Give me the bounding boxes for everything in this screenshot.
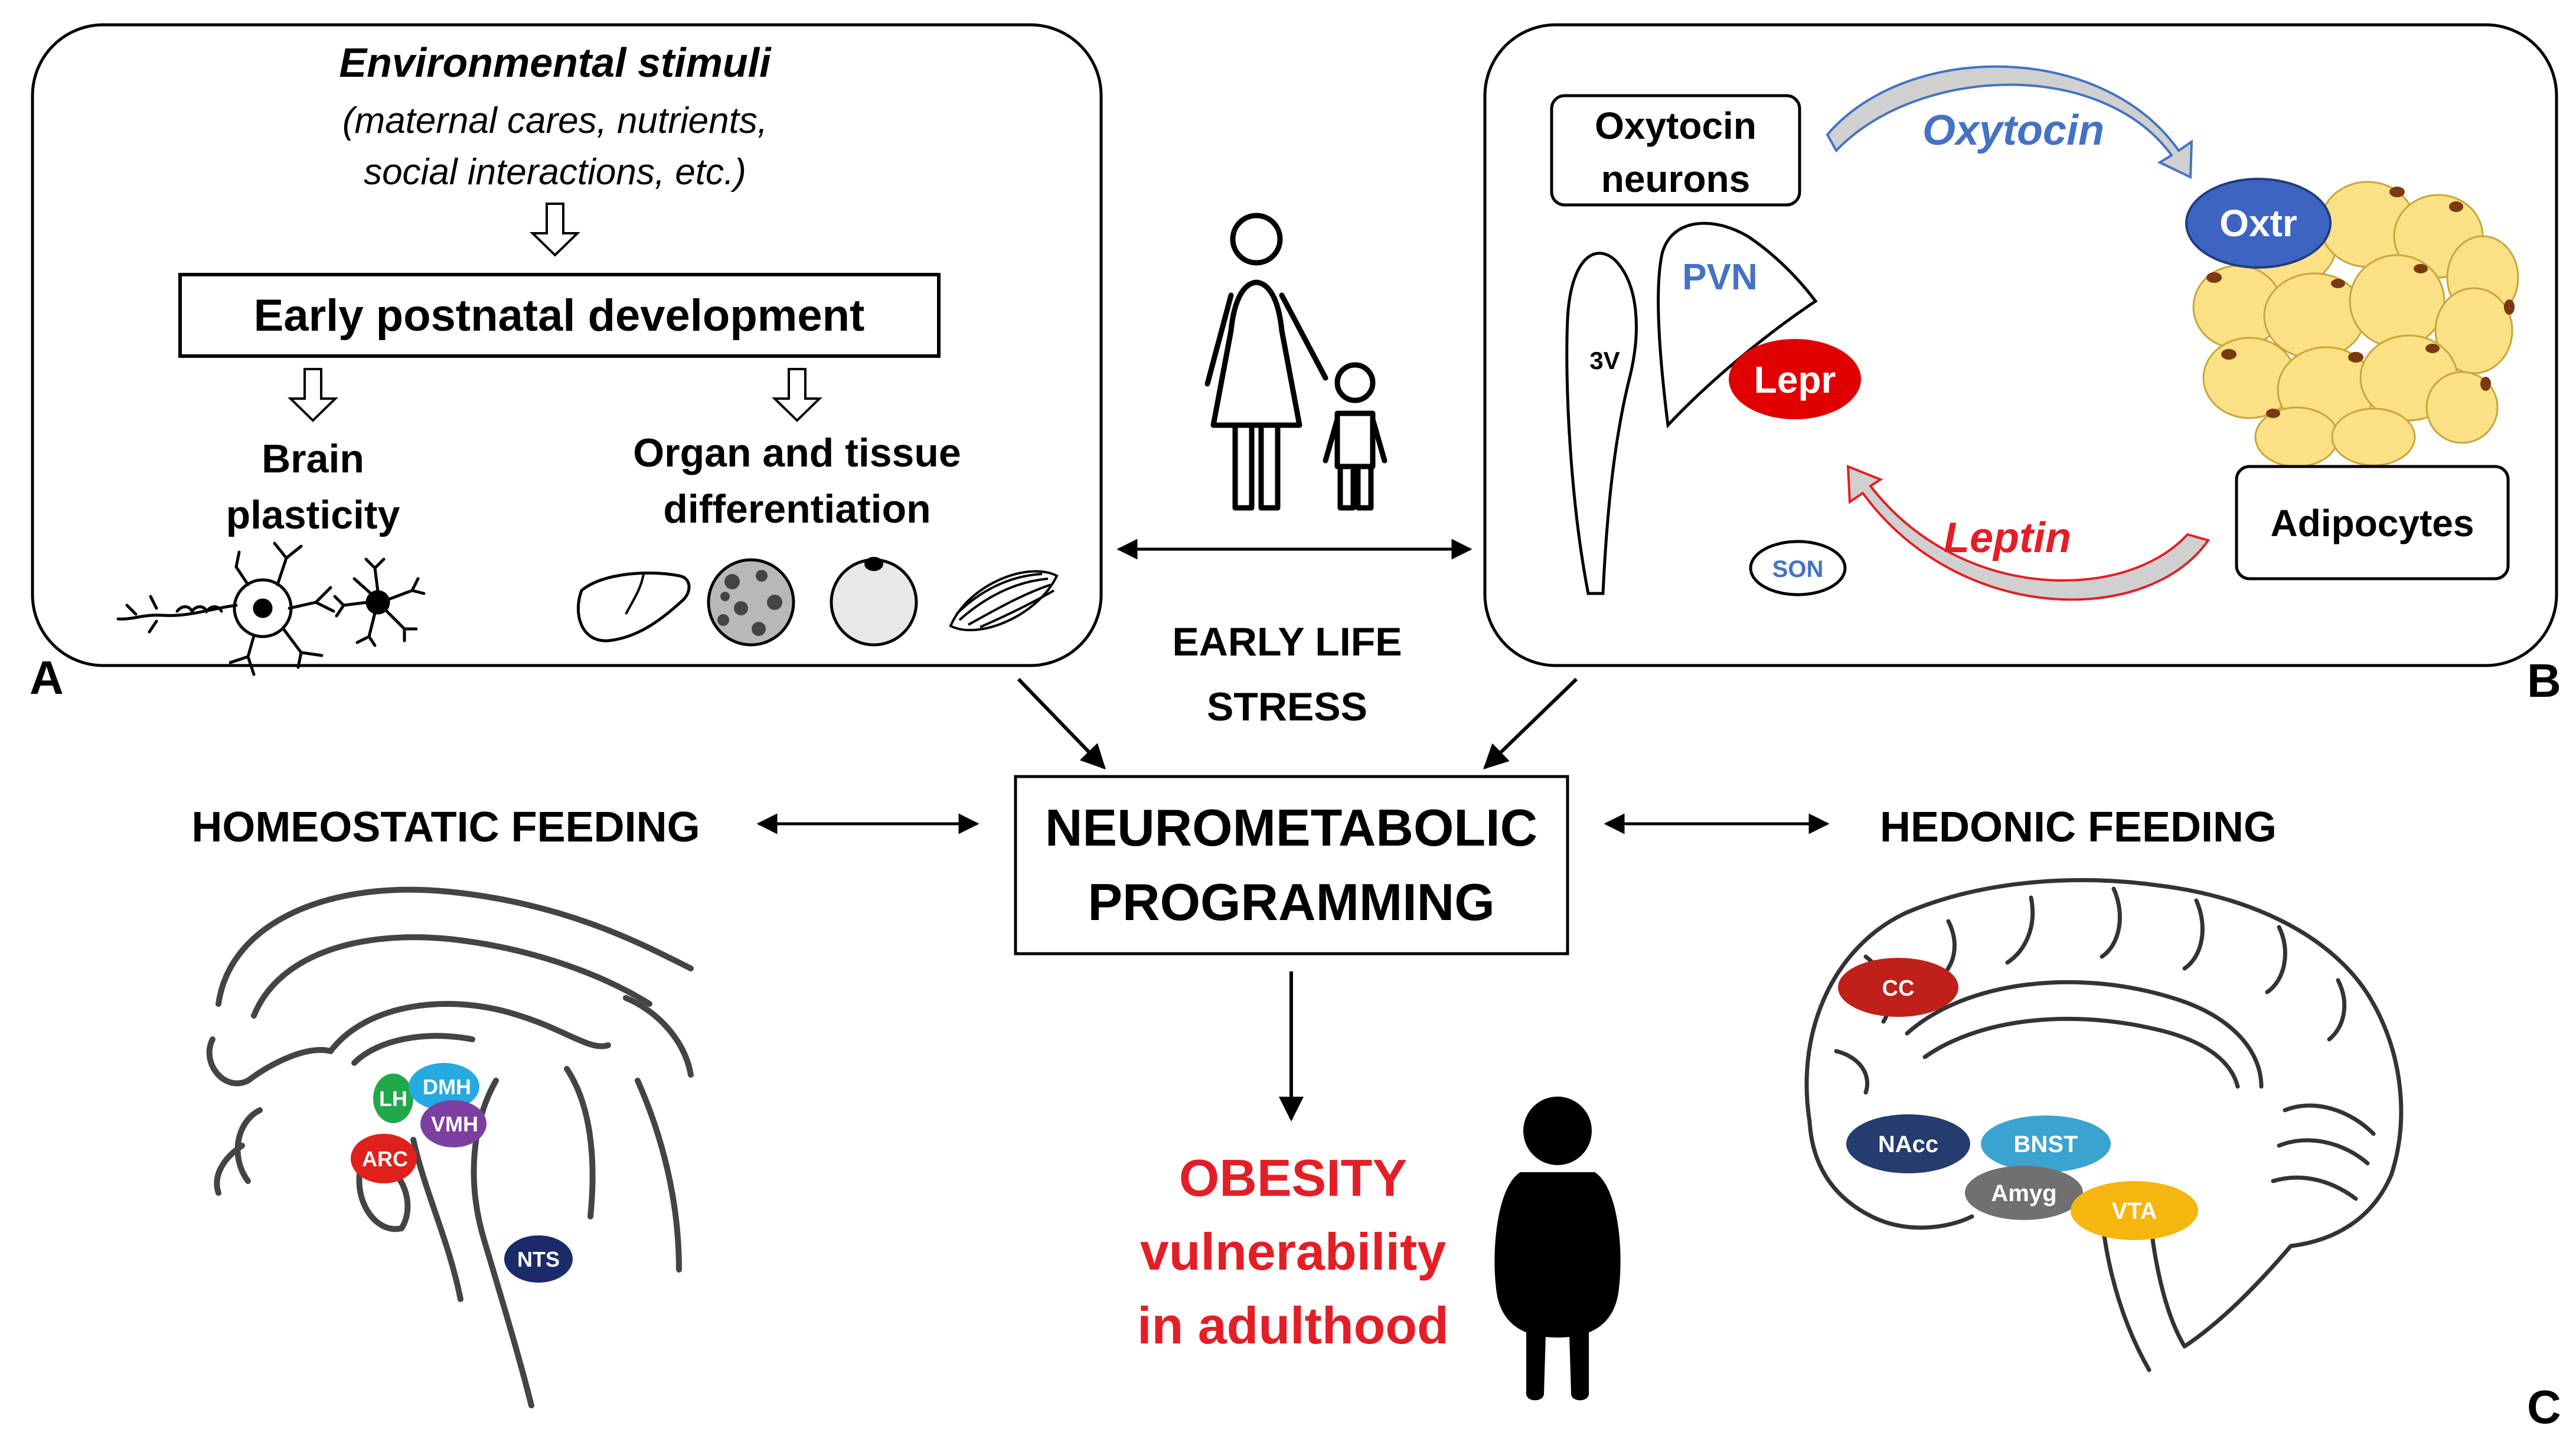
brain-plasticity-label-1: Brain bbox=[262, 436, 364, 481]
mother-and-child-icon bbox=[1204, 213, 1387, 511]
vmh-label: VMH bbox=[431, 1112, 478, 1136]
bnst-label: BNST bbox=[2014, 1131, 2078, 1157]
oxytocin-neurons-label-1: Oxytocin bbox=[1595, 105, 1756, 147]
lh-nucleus bbox=[373, 1074, 413, 1123]
organ-differentiation-label-2: differentiation bbox=[663, 487, 931, 531]
arc-nucleus bbox=[351, 1134, 417, 1183]
son-nucleus bbox=[1749, 540, 1847, 596]
adipocytes-box bbox=[2235, 465, 2510, 580]
nts-nucleus bbox=[504, 1235, 573, 1283]
leptin-signal-arrow-icon bbox=[1846, 464, 2211, 601]
muscle-fiber-icon bbox=[949, 570, 1059, 632]
dmh-label: DMH bbox=[423, 1075, 471, 1099]
vta-region bbox=[2071, 1181, 2198, 1240]
early-life-stress-label-1: EARLY LIFE bbox=[1172, 619, 1402, 664]
arrow-a-to-programming bbox=[1017, 677, 1106, 770]
cc-label: CC bbox=[1882, 976, 1915, 1001]
panel-b: Oxytocin neurons Oxytocin 3V PVN Lepr SO… bbox=[1483, 23, 2561, 707]
hollow-down-arrow-icon bbox=[772, 368, 822, 422]
panel-b-label: B bbox=[2527, 654, 2561, 707]
brain-plasticity-label-2: plasticity bbox=[226, 492, 400, 537]
glial-cell-icon bbox=[333, 557, 426, 647]
lepr-receptor bbox=[1729, 339, 1861, 419]
neurometabolic-programming-label-2: PROGRAMMING bbox=[1088, 873, 1494, 931]
early-life-stress-label-2: STRESS bbox=[1207, 684, 1367, 729]
early-postnatal-development-box bbox=[178, 273, 941, 358]
environmental-stimuli-examples-1: (maternal cares, nutrients, bbox=[342, 100, 768, 141]
oxytocin-neurons-label-2: neurons bbox=[1601, 158, 1750, 200]
liver-icon bbox=[576, 571, 691, 642]
arc-label: ARC bbox=[362, 1147, 408, 1171]
son-label: SON bbox=[1772, 556, 1824, 582]
third-ventricle-label: 3V bbox=[1589, 347, 1620, 374]
adipocyte-icon bbox=[830, 557, 918, 647]
lh-label: LH bbox=[379, 1087, 407, 1111]
lepr-label: Lepr bbox=[1754, 358, 1836, 401]
homeostatic-feeding-title: HOMEOSTATIC FEEDING bbox=[191, 804, 700, 851]
obesity-adulthood-label: in adulthood bbox=[1137, 1296, 1449, 1355]
oxytocin-hormone-label: Oxytocin bbox=[1922, 107, 2104, 154]
neuron-icon bbox=[116, 542, 335, 676]
liver-lobe-line bbox=[625, 573, 645, 615]
vmh-nucleus bbox=[420, 1100, 487, 1147]
oxtr-label: Oxtr bbox=[2219, 202, 2297, 244]
panel-c-label: C bbox=[2527, 1381, 2561, 1433]
arrow-b-to-programming bbox=[1483, 677, 1578, 769]
organ-differentiation-label-1: Organ and tissue bbox=[633, 430, 961, 475]
hedonic-feeding-title: HEDONIC FEEDING bbox=[1880, 804, 2277, 851]
adipocyte-nuclei bbox=[2206, 187, 2515, 418]
obesity-vulnerability-label: vulnerability bbox=[1140, 1222, 1446, 1281]
oxytocin-release-arrow-icon bbox=[1826, 65, 2193, 180]
early-postnatal-development-label: Early postnatal development bbox=[254, 291, 865, 341]
panel-a: Environmental stimuli (maternal cares, n… bbox=[30, 23, 1103, 704]
obese-person-icon bbox=[1494, 1097, 1621, 1401]
neurometabolic-programming-label-1: NEUROMETABOLIC bbox=[1045, 798, 1537, 857]
amyg-label: Amyg bbox=[1991, 1180, 2056, 1206]
environmental-stimuli-examples-2: social interactions, etc.) bbox=[364, 152, 746, 193]
oxtr-receptor bbox=[2185, 178, 2332, 269]
pvn-label: PVN bbox=[1682, 257, 1757, 298]
bnst-region bbox=[1981, 1115, 2111, 1172]
nacc-label: NAcc bbox=[1878, 1131, 1938, 1157]
leptin-hormone-label: Leptin bbox=[1944, 514, 2071, 562]
tissue-section-icon bbox=[707, 558, 795, 647]
oxytocin-neurons-box bbox=[1550, 94, 1801, 207]
environmental-stimuli-title: Environmental stimuli bbox=[339, 40, 772, 86]
panel-a-label: A bbox=[30, 651, 64, 704]
nts-label: NTS bbox=[517, 1247, 560, 1271]
dmh-nucleus bbox=[409, 1063, 479, 1110]
vta-label: VTA bbox=[2111, 1198, 2157, 1224]
neurometabolic-programming-box bbox=[1014, 775, 1569, 955]
obesity-label: OBESITY bbox=[1179, 1149, 1407, 1207]
pvn-outline bbox=[1657, 221, 1818, 429]
hypothalamus-brain-illustration bbox=[206, 886, 694, 1408]
hollow-down-arrow-icon bbox=[288, 368, 338, 422]
adipose-tissue-cluster bbox=[2192, 181, 2519, 468]
cc-region bbox=[1838, 958, 1958, 1017]
third-ventricle-outline bbox=[1565, 252, 1638, 595]
nacc-region bbox=[1846, 1114, 1970, 1173]
adipocytes-label: Adipocytes bbox=[2271, 502, 2474, 544]
amyg-region bbox=[1965, 1166, 2083, 1220]
hollow-down-arrow-icon bbox=[530, 203, 580, 257]
